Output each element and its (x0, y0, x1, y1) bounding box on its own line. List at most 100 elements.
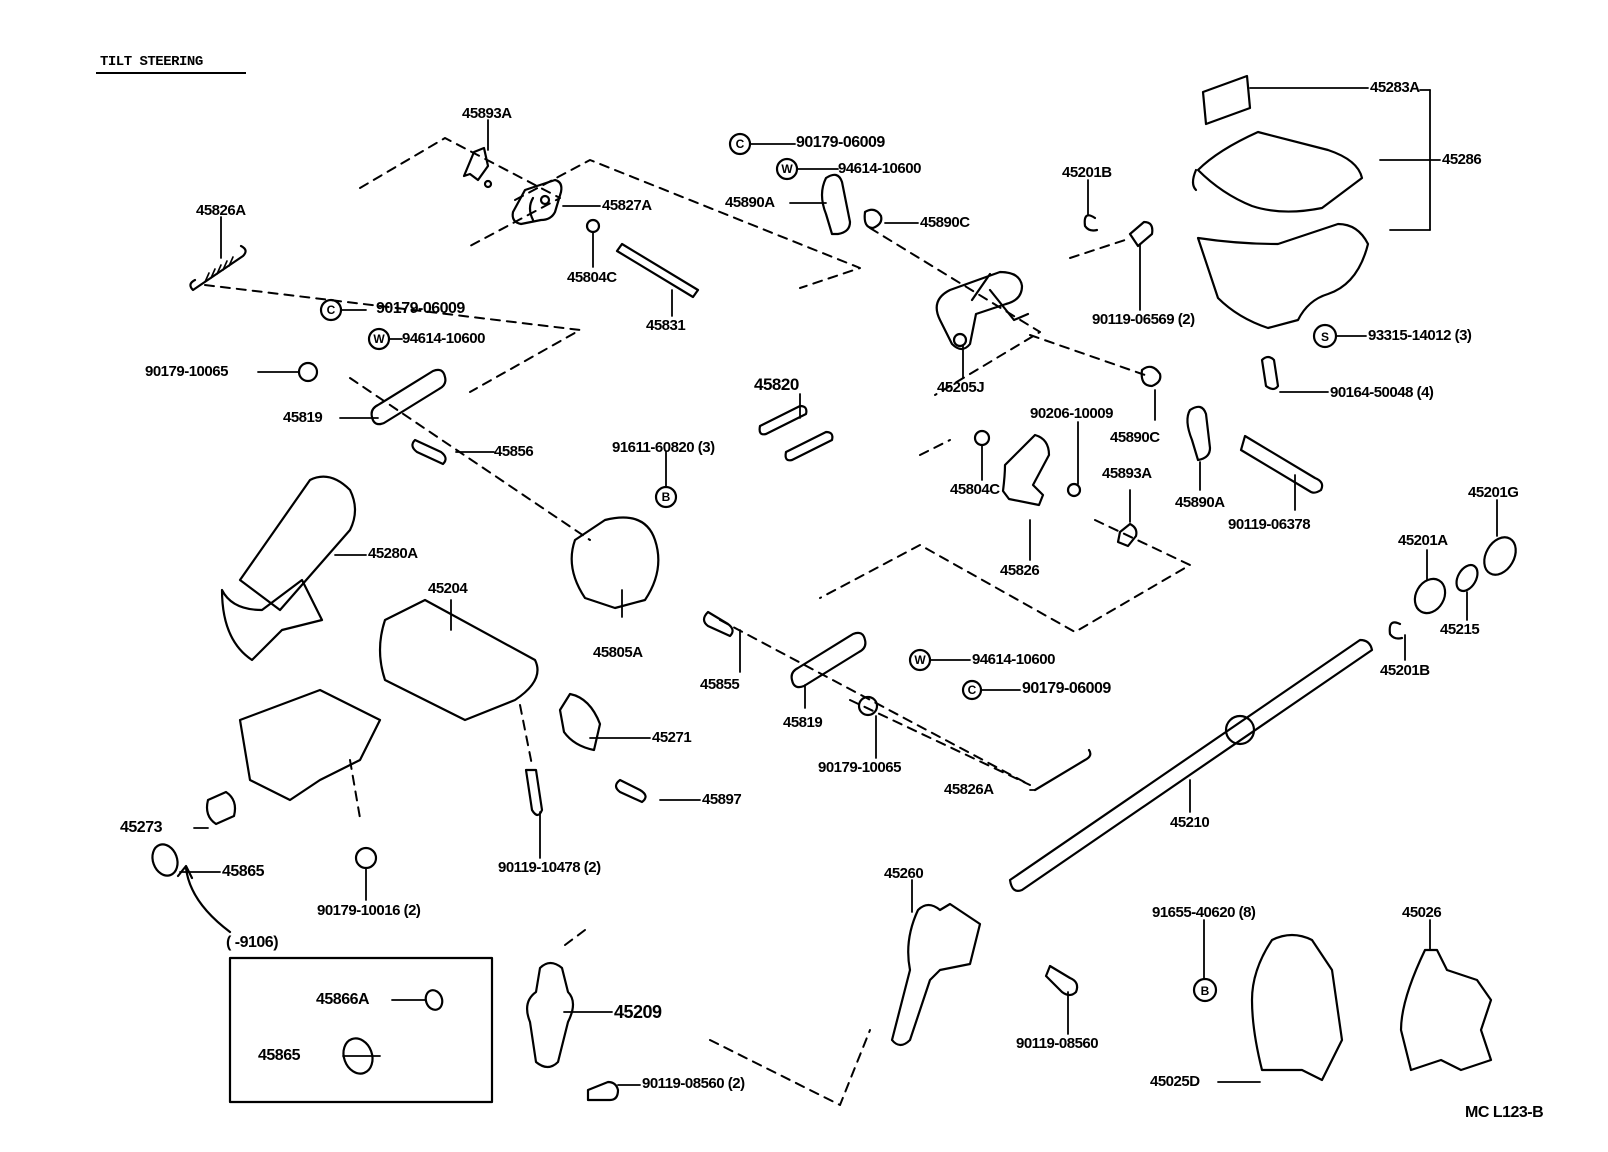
part-label: 45804C (567, 269, 617, 286)
part-45827A-plate-icon (511, 178, 563, 226)
part-label: 90179-10016 (2) (317, 902, 421, 919)
part-45819-link-bottom-icon (790, 631, 867, 689)
part-label: 45805A (593, 644, 643, 661)
diagram-title: TILT STEERING (100, 54, 203, 70)
part-label: 91611-60820 (3) (612, 439, 715, 456)
part-label: 45201B (1380, 662, 1430, 679)
part-label: 45201B (1062, 164, 1112, 181)
part-45209-u-joint-icon (525, 961, 575, 1069)
part-45025D-boot-icon (1250, 933, 1344, 1082)
part-label: 45209 (614, 1002, 662, 1022)
part-45271-cover-icon (558, 692, 602, 752)
part-45856-pin-icon (411, 438, 447, 466)
part-label: 45826A (944, 781, 994, 798)
bolt-symbol-icon (1192, 977, 1218, 1003)
symbol-b: B (1201, 984, 1210, 998)
part-label: 45820 (754, 375, 799, 394)
part-45826-lever-icon (1001, 433, 1051, 507)
part-45893A-clip-icon (462, 146, 493, 189)
part-label: 45819 (783, 714, 823, 731)
part-label: 45893A (462, 105, 512, 122)
part-45204-bracket-icon (238, 598, 539, 802)
part-label: 94614-10600 (402, 330, 485, 347)
part-90179-10016-nut-icon (354, 846, 378, 870)
part-45201G-spring-icon (1483, 536, 1517, 576)
part-45820-springs-icon (758, 404, 834, 462)
part-label: 91655-40620 (8) (1152, 904, 1256, 921)
part-45286-column-cover-icon (1191, 130, 1370, 330)
part-45205J-bracket-icon (935, 270, 1030, 351)
part-label: 45204 (428, 580, 468, 597)
part-45831-pin-icon (615, 242, 700, 299)
part-label: 90119-08560 (1016, 1035, 1099, 1052)
symbol-w: W (781, 162, 793, 176)
part-label: 45280A (368, 545, 418, 562)
part-45804C-collar-mid-icon (973, 429, 991, 447)
part-label: 45205J (937, 379, 985, 396)
screw-90164-50048-icon (1260, 355, 1280, 391)
part-45215-ring-icon (1455, 563, 1479, 593)
part-label: 45827A (602, 197, 652, 214)
leader-lines (179, 87, 1498, 1086)
part-label: 45826 (1000, 562, 1040, 579)
part-45260-intermediate-shaft-icon (890, 902, 982, 1047)
part-45283A-label-icon (1201, 74, 1252, 126)
part-label: 45897 (702, 791, 742, 808)
bolt-90119-10478-icon (524, 768, 544, 817)
part-90206-10009-clip-icon (1066, 482, 1082, 498)
part-label: 45890A (1175, 494, 1225, 511)
part-45826A-spring-coils-icon (204, 256, 234, 283)
symbol-w: W (373, 332, 385, 346)
part-45890C-nut-icon (863, 208, 883, 230)
part-45897-plug-icon (614, 778, 647, 804)
part-label: 45855 (700, 676, 740, 693)
nut-symbol-icon (297, 361, 319, 383)
part-label: 45201G (1468, 484, 1519, 501)
part-label: 90179-06009 (1022, 680, 1111, 697)
part-label: 90179-06009 (796, 134, 885, 151)
part-label: 45856 (494, 443, 534, 460)
part-label: 45890A (725, 194, 775, 211)
part-label: 45283A (1370, 79, 1420, 96)
part-45273-bushing-icon (205, 790, 237, 826)
part-45890A-lever-icon (820, 173, 852, 236)
part-label: 45890C (1110, 429, 1160, 446)
part-45865-inset-bushing-icon (342, 1037, 374, 1075)
part-label: 45866A (316, 991, 370, 1008)
part-label: 45271 (652, 729, 692, 746)
title-underline (96, 72, 246, 74)
part-label: 90164-50048 (4) (1330, 384, 1434, 401)
part-label: 45865 (222, 863, 265, 880)
reference-code: MC L123-B (1465, 1104, 1544, 1121)
part-label: 94614-10600 (972, 651, 1055, 668)
symbol-w: W (914, 653, 926, 667)
part-45890C-nut-right-icon (1140, 365, 1162, 388)
part-label: 90206-10009 (1030, 405, 1113, 422)
part-45805A-housing-icon (570, 516, 660, 610)
part-label: 45831 (646, 317, 686, 334)
part-45201B-clip-icon (1083, 214, 1099, 232)
part-label: 45260 (884, 865, 924, 882)
symbol-s: S (1321, 330, 1329, 344)
symbol-b: B (662, 490, 671, 504)
part-45855-pin-icon (702, 610, 734, 638)
part-45201B-clip-right-icon (1388, 621, 1404, 640)
part-label: 90179-10065 (818, 759, 901, 776)
assembly-guide-lines (204, 137, 1191, 1106)
part-label: 93315-14012 (3) (1368, 327, 1472, 344)
part-label: 45286 (1442, 151, 1482, 168)
part-45865-bushing-icon (151, 843, 179, 877)
part-label: 90179-10065 (145, 363, 228, 380)
part-45893A-clip-mid-icon (1116, 522, 1138, 548)
part-label: 45890C (920, 214, 970, 231)
part-label: 90119-06569 (2) (1092, 311, 1195, 328)
part-45201A-bearing-icon (1413, 577, 1447, 615)
inset-box (228, 956, 494, 1104)
part-45826A-spring-bottom-icon (1033, 748, 1092, 792)
part-45890A-lever-right-icon (1186, 405, 1212, 462)
part-label: 90119-06378 (1228, 516, 1311, 533)
part-label: 45201A (1398, 532, 1448, 549)
part-label: 90179-06009 (376, 300, 465, 317)
part-45866A-bushing-icon (424, 989, 444, 1011)
